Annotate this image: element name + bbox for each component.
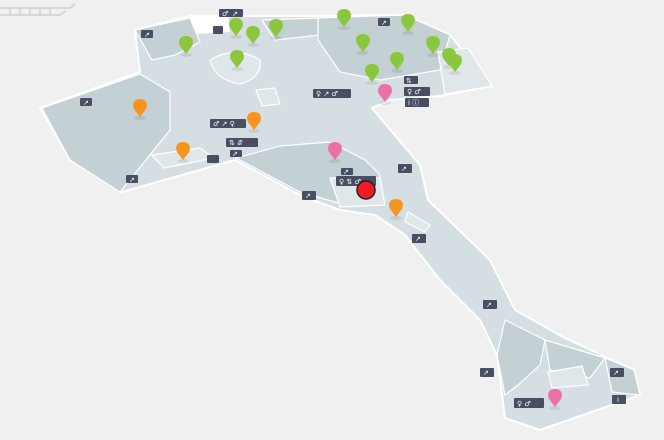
map-pin-orange[interactable] [133, 99, 147, 120]
svg-text:↗: ↗ [343, 168, 349, 176]
gate-icon[interactable]: ↗ [412, 234, 426, 243]
terminal-floor [39, 14, 641, 431]
restroom-icon[interactable]: ♀ ↗ ♂ [313, 89, 351, 98]
svg-text:↗: ↗ [483, 369, 489, 377]
gate-icon[interactable]: ↗ [483, 300, 497, 309]
gate-icon[interactable]: ↗ [80, 98, 92, 107]
info-icon[interactable]: i [612, 395, 626, 404]
gate-icon[interactable]: ↗ [480, 368, 494, 377]
map-pin-green[interactable] [246, 26, 260, 47]
svg-text:♀ ↗ ♂: ♀ ↗ ♂ [316, 90, 338, 98]
svg-text:i: i [617, 396, 619, 404]
map-pin-green[interactable] [426, 36, 440, 57]
current-location-marker[interactable] [356, 180, 376, 200]
gate-icon[interactable]: ↗ [229, 9, 241, 18]
map-pin-orange[interactable] [176, 142, 190, 163]
svg-text:↗: ↗ [613, 369, 619, 377]
map-pin-green[interactable] [230, 50, 244, 71]
info-icon[interactable]: i ⓘ [405, 98, 429, 107]
svg-text:↗: ↗ [232, 10, 238, 18]
svg-text:i ⓘ: i ⓘ [408, 99, 419, 107]
jetbridge-decoration [0, 3, 76, 16]
map-pin-green[interactable] [401, 14, 415, 35]
wheelchair-icon[interactable] [207, 155, 219, 163]
elevator-icon[interactable]: ⇅ [404, 76, 418, 85]
map-pins [133, 9, 562, 410]
restroom-icon[interactable]: ♀ ♂ [404, 87, 430, 96]
kiosk [255, 87, 281, 107]
map-pin-green[interactable] [448, 54, 462, 75]
map-pin-green[interactable] [269, 19, 283, 40]
svg-text:↗: ↗ [129, 176, 135, 184]
svg-text:⇅: ⇅ [406, 77, 412, 85]
map-pin-green[interactable] [365, 64, 379, 85]
room-pier-end-center [544, 339, 606, 379]
svg-text:⇅ ⇵: ⇅ ⇵ [229, 139, 243, 147]
gate-icon[interactable]: ↗ [141, 30, 153, 39]
map-pin-orange[interactable] [389, 199, 403, 220]
map-pin-pink[interactable] [328, 142, 342, 163]
pier-bench [404, 211, 431, 233]
svg-text:↗: ↗ [381, 19, 387, 27]
svg-text:♂ ↗ ♀: ♂ ↗ ♀ [213, 120, 235, 128]
svg-text:♀ ♂: ♀ ♂ [407, 88, 421, 96]
svg-text:↗: ↗ [83, 99, 89, 107]
map-pin-pink[interactable] [548, 389, 562, 410]
escalator-icon[interactable]: ↗ [230, 150, 242, 158]
map-pin-green[interactable] [390, 52, 404, 73]
restroom-icon[interactable]: ♂ ↗ ♀ [210, 119, 246, 128]
svg-text:↗: ↗ [144, 31, 150, 39]
svg-text:↗: ↗ [401, 165, 407, 173]
map-pin-pink[interactable] [378, 84, 392, 105]
gate-icon[interactable]: ↗ [398, 164, 412, 173]
gate-icon[interactable]: ↗ [610, 368, 624, 377]
svg-text:♀ ⇅ ♂: ♀ ⇅ ♂ [339, 178, 361, 186]
room-pier-end-west [496, 319, 546, 397]
map-pin-green[interactable] [179, 36, 193, 57]
gate-icon[interactable]: ↗ [378, 18, 390, 27]
svg-text:↗: ↗ [305, 192, 311, 200]
svg-text:↗: ↗ [415, 235, 421, 243]
restroom-icon[interactable]: ♀ ♂ [514, 398, 544, 408]
svg-text:♀ ♂: ♀ ♂ [517, 400, 531, 408]
map-pin-green[interactable] [229, 18, 243, 39]
map-pin-orange[interactable] [247, 112, 261, 133]
elevator-icon[interactable]: ⇅ ⇵ [226, 138, 258, 147]
gate-icon[interactable]: ↗ [302, 191, 316, 200]
svg-text:↗: ↗ [232, 150, 238, 158]
wheelchair-icon[interactable] [213, 26, 223, 34]
svg-text:↗: ↗ [486, 301, 492, 309]
gate-icon[interactable]: ↗ [126, 175, 138, 184]
svg-text:♂♀: ♂♀ [222, 10, 233, 18]
room-pier-end-lounge [547, 365, 589, 389]
map-pin-green[interactable] [337, 9, 351, 30]
map-pin-green[interactable] [356, 34, 370, 55]
escalator-icon[interactable]: ↗ [341, 168, 353, 176]
facility-icons: ↗ ♂♀ ↗ ↗ ↗ ♂ ↗ ♀ ⇅ ⇵ ↗ ♀ ↗ ♂ ⇅ ♀ ♂ i ⓘ ↗… [80, 9, 626, 408]
